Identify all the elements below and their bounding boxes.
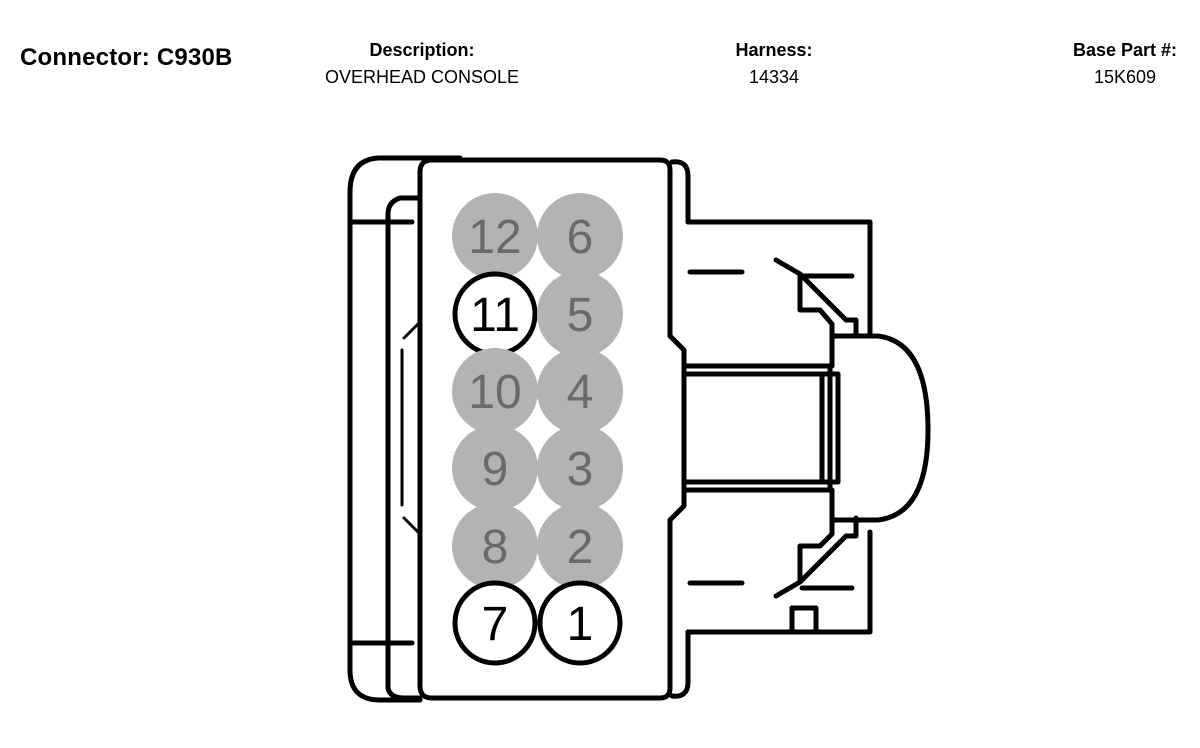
pin-6: 6 [537, 193, 623, 279]
pin-cavity [452, 193, 538, 279]
harness-value: 14334 [748, 67, 800, 87]
pin-cavity [537, 348, 623, 434]
description-label: Description: [369, 40, 475, 60]
base-part-field: Base Part #: 15K609 [1050, 40, 1200, 89]
pin-2: 2 [537, 503, 623, 589]
pin-cavity [452, 425, 538, 511]
pin-7: 7 [452, 580, 538, 666]
base-part-value: 15K609 [1093, 67, 1157, 87]
pin-cavity [452, 503, 538, 589]
pin-11: 11 [452, 271, 538, 357]
connector-latch [685, 219, 873, 635]
pin-number: 6 [567, 211, 594, 264]
description-field: Description: OVERHEAD CONSOLE [300, 40, 544, 89]
pin-12: 12 [452, 193, 538, 279]
pin-number: 11 [470, 289, 520, 342]
pin-cavity [537, 425, 623, 511]
pin-number: 1 [567, 598, 594, 651]
pin-4: 4 [537, 348, 623, 434]
pin-cavity [452, 580, 538, 666]
connector-left-shell [347, 155, 463, 703]
pin-1: 1 [537, 580, 623, 666]
pin-number: 12 [468, 211, 521, 264]
pin-grid: 12 6 11 5 10 4 9 3 8 2 7 1 [452, 193, 623, 666]
pin-9: 9 [452, 425, 538, 511]
pin-10: 10 [452, 348, 538, 434]
pin-3: 3 [537, 425, 623, 511]
base-part-label: Base Part #: [1072, 40, 1178, 60]
harness-field: Harness: 14334 [694, 40, 854, 89]
pin-number: 10 [468, 366, 521, 419]
connector-title: Connector: C930B [20, 44, 233, 71]
pin-number: 2 [567, 521, 594, 574]
harness-label: Harness: [735, 40, 813, 60]
description-value: OVERHEAD CONSOLE [324, 67, 520, 87]
pin-cavity [537, 271, 623, 357]
pin-number: 4 [567, 366, 594, 419]
pin-number: 3 [567, 443, 594, 496]
pin-number: 7 [482, 598, 509, 651]
pin-cavity [537, 193, 623, 279]
pin-number: 8 [482, 521, 509, 574]
pin-cavity [452, 348, 538, 434]
pin-cavity [537, 580, 623, 666]
pin-cavity [537, 503, 623, 589]
pin-number: 9 [482, 443, 509, 496]
pin-5: 5 [537, 271, 623, 357]
connector-shroud [681, 333, 931, 523]
pin-number: 5 [567, 289, 594, 342]
connector-body [417, 157, 691, 701]
pin-8: 8 [452, 503, 538, 589]
